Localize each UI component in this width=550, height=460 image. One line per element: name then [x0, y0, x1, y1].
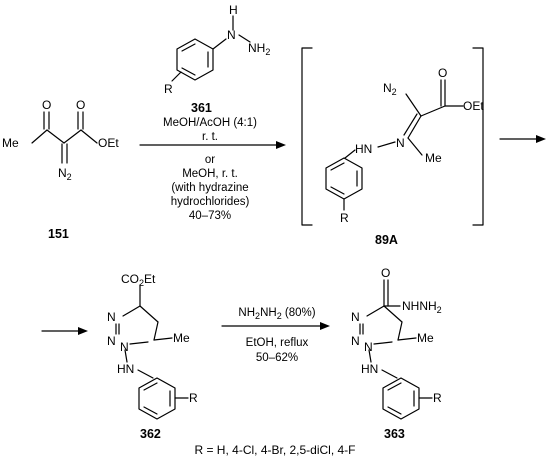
- bond: [330, 186, 345, 195]
- atom-n: N: [227, 28, 236, 42]
- atom-me: Me: [2, 136, 19, 150]
- condition-line: (with hydrazine: [171, 182, 248, 194]
- benzene-ring: [382, 377, 420, 420]
- atom-r: R: [340, 211, 349, 225]
- bond: [377, 141, 396, 148]
- bond: [137, 369, 154, 379]
- compound-number-363: 363: [384, 427, 405, 441]
- bond: [143, 406, 158, 415]
- atom-me: Me: [417, 331, 434, 345]
- atom-me: Me: [173, 331, 190, 345]
- bond: [387, 406, 402, 415]
- bond: [46, 129, 65, 144]
- reaction-step-1: MeOH/AcOH (4:1) r. t. or MeOH, r. t. (wi…: [139, 117, 286, 222]
- compound-151: Me O O OEt N2 151: [2, 98, 119, 241]
- arrow-head: [320, 322, 330, 330]
- compound-89a: N2 O OEt HN N Me R 89A: [301, 47, 484, 247]
- bond: [181, 67, 196, 76]
- reagent-hydrazine: NH2NH2 (80%): [238, 307, 315, 321]
- bond: [344, 149, 356, 159]
- atom-n2: N2: [383, 81, 397, 97]
- condition-line: EtOH, reflux: [246, 337, 309, 349]
- atom-hn: HN: [355, 142, 372, 156]
- atom-n: N: [107, 334, 116, 348]
- bond: [373, 341, 393, 345]
- atom-r: R: [433, 391, 442, 405]
- condition-line: 40–73%: [189, 210, 231, 222]
- bond: [139, 305, 159, 323]
- atom-hn: HN: [117, 362, 134, 376]
- compound-number-151: 151: [48, 227, 69, 241]
- atom-me: Me: [425, 151, 442, 165]
- bond: [63, 129, 82, 144]
- bond: [366, 305, 385, 317]
- bond: [420, 105, 446, 117]
- bond: [212, 38, 227, 50]
- atom-oxygen: O: [42, 98, 51, 112]
- compound-number-89a: 89A: [375, 233, 398, 247]
- condition-line: r. t.: [202, 131, 218, 143]
- bond: [403, 113, 418, 136]
- bond: [368, 349, 372, 363]
- bond: [397, 321, 403, 341]
- bond: [330, 162, 345, 171]
- atom-nhnh2: NHNH2: [402, 299, 442, 315]
- atom-r: R: [189, 391, 198, 405]
- condition-line: MeOH, r. t.: [182, 168, 238, 180]
- bond: [181, 43, 196, 52]
- benzene-ring: [138, 377, 176, 420]
- condition-line: or: [205, 154, 215, 166]
- atom-h: H: [229, 3, 238, 17]
- reaction-step-2: NH2NH2 (80%) EtOH, reflux 50–62%: [221, 307, 330, 364]
- atom-oxygen: O: [76, 98, 85, 112]
- atom-oxygen: O: [438, 66, 447, 80]
- atom-n: N: [364, 340, 373, 354]
- condition-line: MeOH/AcOH (4:1): [163, 117, 257, 129]
- bond: [407, 137, 423, 156]
- compound-363: O NHNH2 N N N Me HN R 363: [351, 266, 442, 441]
- condition-line: hydrochlorides): [171, 196, 250, 208]
- bond: [387, 382, 402, 391]
- atom-oet: OEt: [463, 99, 484, 113]
- atom-n: N: [351, 334, 360, 348]
- compound-number-361: 361: [191, 101, 212, 115]
- atom-n: N: [351, 310, 360, 324]
- bond: [122, 305, 141, 317]
- atom-n2: N2: [58, 166, 72, 182]
- arrow-head: [276, 141, 286, 149]
- atom-n: N: [396, 136, 405, 150]
- bond: [407, 115, 422, 139]
- bracket-left: [301, 47, 313, 226]
- compound-number-362: 362: [140, 427, 161, 441]
- atom-r: R: [164, 82, 173, 96]
- bond: [31, 129, 48, 144]
- bond: [143, 382, 158, 391]
- bond: [171, 71, 182, 82]
- bond: [383, 305, 403, 323]
- bond: [80, 129, 98, 144]
- compound-361: H N NH2 R 361: [164, 3, 270, 115]
- bond: [124, 349, 128, 363]
- atom-oxygen: O: [381, 266, 390, 280]
- compound-362: CO2Et N N N Me HN R 362: [107, 272, 198, 441]
- bond: [381, 369, 398, 379]
- atom-n: N: [107, 310, 116, 324]
- bond: [153, 337, 173, 341]
- bond: [238, 34, 251, 43]
- bond: [129, 341, 149, 345]
- bracket-right: [472, 47, 484, 226]
- substituent-footnote: R = H, 4-Cl, 4-Br, 2,5-diCl, 4-F: [194, 443, 355, 457]
- bond: [153, 321, 159, 341]
- atom-oet: OEt: [98, 136, 119, 150]
- bond: [397, 337, 417, 341]
- atom-nh2: NH2: [248, 41, 270, 57]
- arrow-head: [78, 327, 88, 335]
- arrow-head: [536, 135, 546, 143]
- condition-line: 50–62%: [256, 352, 298, 364]
- atom-co2et: CO2Et: [121, 272, 156, 288]
- atom-n: N: [120, 340, 129, 354]
- atom-hn: HN: [361, 362, 378, 376]
- bond: [405, 93, 422, 117]
